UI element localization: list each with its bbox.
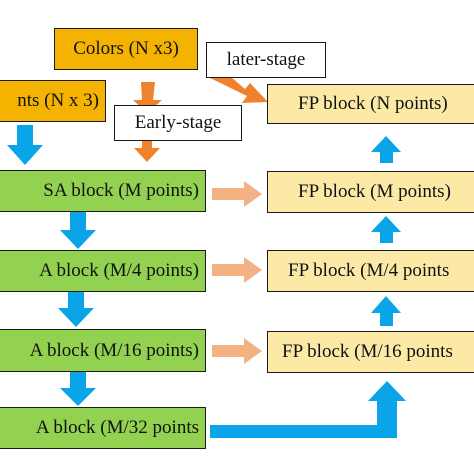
arrow-sa-m16-to-sa-m32 <box>60 372 96 406</box>
arrow-early-stage-to-sa-m <box>134 137 160 162</box>
arrow-later-stage-to-fp-n <box>208 71 268 103</box>
sa-block-m4: A block (M/4 points) <box>0 250 206 292</box>
points-input-label: nts (N x 3) <box>17 90 99 111</box>
colors-input-label: Colors (N x3) <box>73 38 179 59</box>
arrow-sa-m4-to-sa-m16 <box>58 291 94 327</box>
sa-block-m32: A block (M/32 points <box>0 407 206 449</box>
arrow-input-to-sa-m <box>7 125 43 165</box>
later-stage-label: later-stage <box>226 49 306 70</box>
sa-block-m16-label: A block (M/16 points) <box>29 339 199 361</box>
sa-block-m-label: SA block (M points) <box>43 180 199 201</box>
points-input-box: nts (N x 3) <box>0 80 106 122</box>
fp-block-m4-label: FP block (M/4 points <box>288 260 450 281</box>
arrow-fp-m4-to-fp-m <box>371 216 401 243</box>
sa-block-m4-label: A block (M/4 points) <box>39 260 199 281</box>
fp-block-n-label: FP block (N points) <box>298 93 448 114</box>
fp-block-m16-label: FP block (M/16 points <box>282 341 453 362</box>
arrow-fp-m16-to-fp-m4 <box>371 296 401 326</box>
sa-block-m16: A block (M/16 points) <box>0 329 206 372</box>
early-stage-label: Early-stage <box>134 112 222 133</box>
fp-block-m-label: FP block (M points) <box>298 181 451 202</box>
early-stage-label-box: Early-stage <box>114 105 242 141</box>
arrow-sa-m32-to-fp-m16 <box>210 381 406 438</box>
arrow-fp-m-to-fp-n <box>371 136 401 163</box>
fp-block-n: FP block (N points) <box>267 84 474 124</box>
sa-block-m: SA block (M points) <box>0 170 206 212</box>
skip-arrow-m <box>212 181 262 207</box>
later-stage-label-box: later-stage <box>206 42 326 78</box>
sa-block-m32-label: A block (M/32 points <box>35 417 199 438</box>
colors-input-box: Colors (N x3) <box>54 28 198 70</box>
fp-block-m4: FP block (M/4 points <box>267 250 474 292</box>
skip-arrow-m4 <box>212 257 262 283</box>
arrow-sa-m-to-sa-m4 <box>60 212 96 249</box>
fp-block-m: FP block (M points) <box>267 171 474 213</box>
fp-block-m16: FP block (M/16 points <box>267 331 474 373</box>
skip-arrow-m16 <box>212 338 262 364</box>
